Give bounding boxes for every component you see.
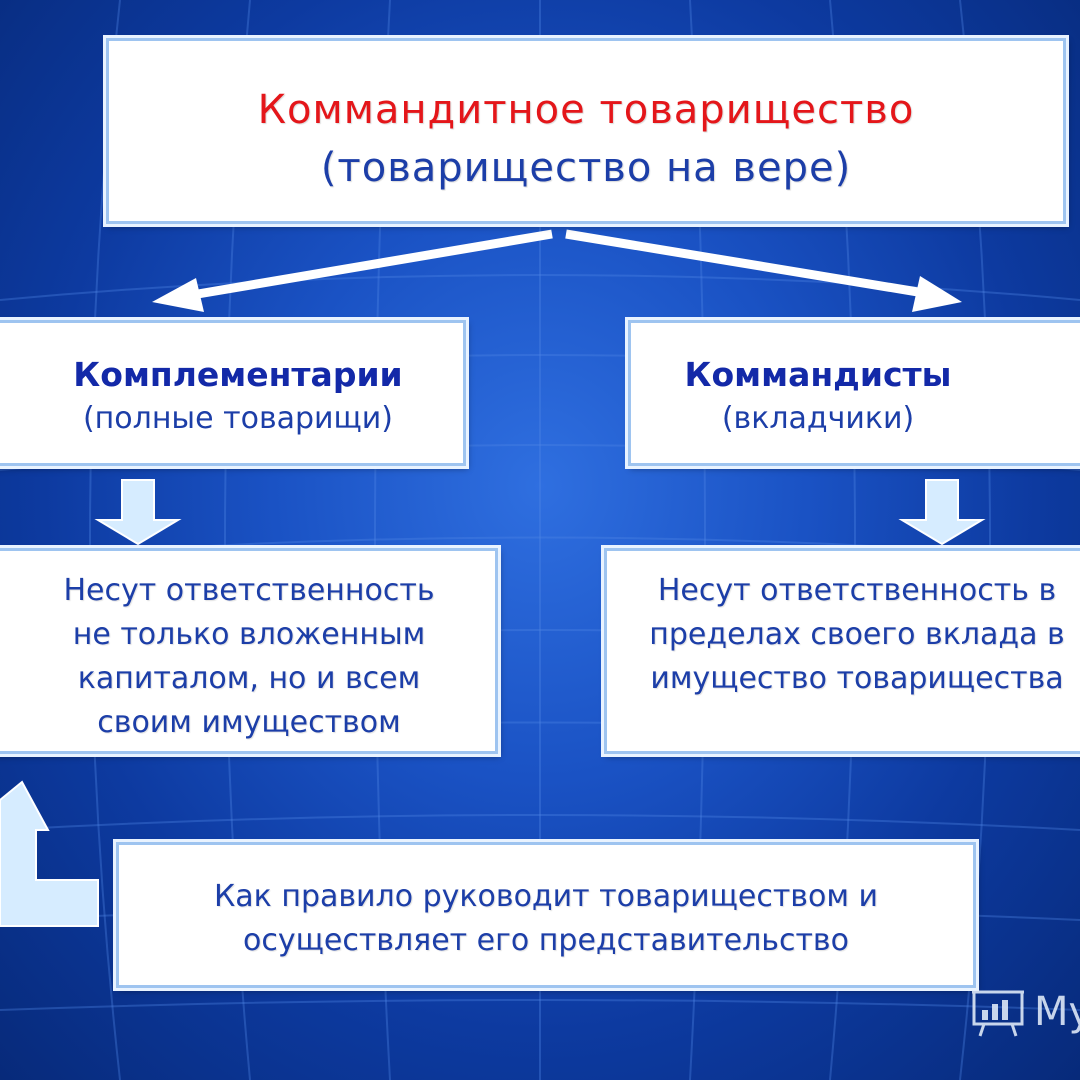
limited-partners-description-line: имущество товарищества [650, 661, 1064, 696]
limited-partners-description-box: Несут ответственность в пределах своего … [604, 548, 1080, 754]
limited-partners-subheading: (вкладчики) [721, 401, 915, 436]
complementaries-heading: Комплементарии [73, 355, 403, 394]
complementaries-description-line: Несут ответственность [63, 573, 435, 608]
complementaries-description-box: Несут ответственность не только вложенны… [0, 548, 498, 754]
complementaries-description-line: своим имуществом [97, 705, 401, 740]
complementaries-description-line: не только вложенным [72, 617, 426, 652]
limited-partners-description-line: Несут ответственность в [657, 573, 1057, 608]
watermark: MyShared [970, 982, 1080, 1042]
title-box: Коммандитное товарищество (товарищество … [106, 38, 1066, 224]
limited-partners-description-line: пределах своего вклада в [649, 617, 1065, 652]
complementaries-box: Комплементарии (полные товарищи) [0, 320, 466, 466]
presentation-board-icon [972, 990, 1024, 1037]
limited-partners-box: Коммандисты (вкладчики) [628, 320, 1080, 466]
complementaries-description-line: капиталом, но и всем [77, 661, 421, 696]
limited-partners-heading: Коммандисты [684, 355, 952, 394]
management-note-box: Как правило руководит товариществом и ос… [116, 842, 976, 988]
management-note-line: осуществляет его представительство [243, 923, 849, 958]
watermark-text: MyShared [1034, 989, 1080, 1035]
diagram-subtitle: (товарищество на вере) [320, 145, 852, 191]
management-note-line: Как правило руководит товариществом и [214, 879, 878, 914]
diagram-title: Коммандитное товарищество [257, 87, 915, 133]
complementaries-subheading: (полные товарищи) [82, 401, 394, 436]
